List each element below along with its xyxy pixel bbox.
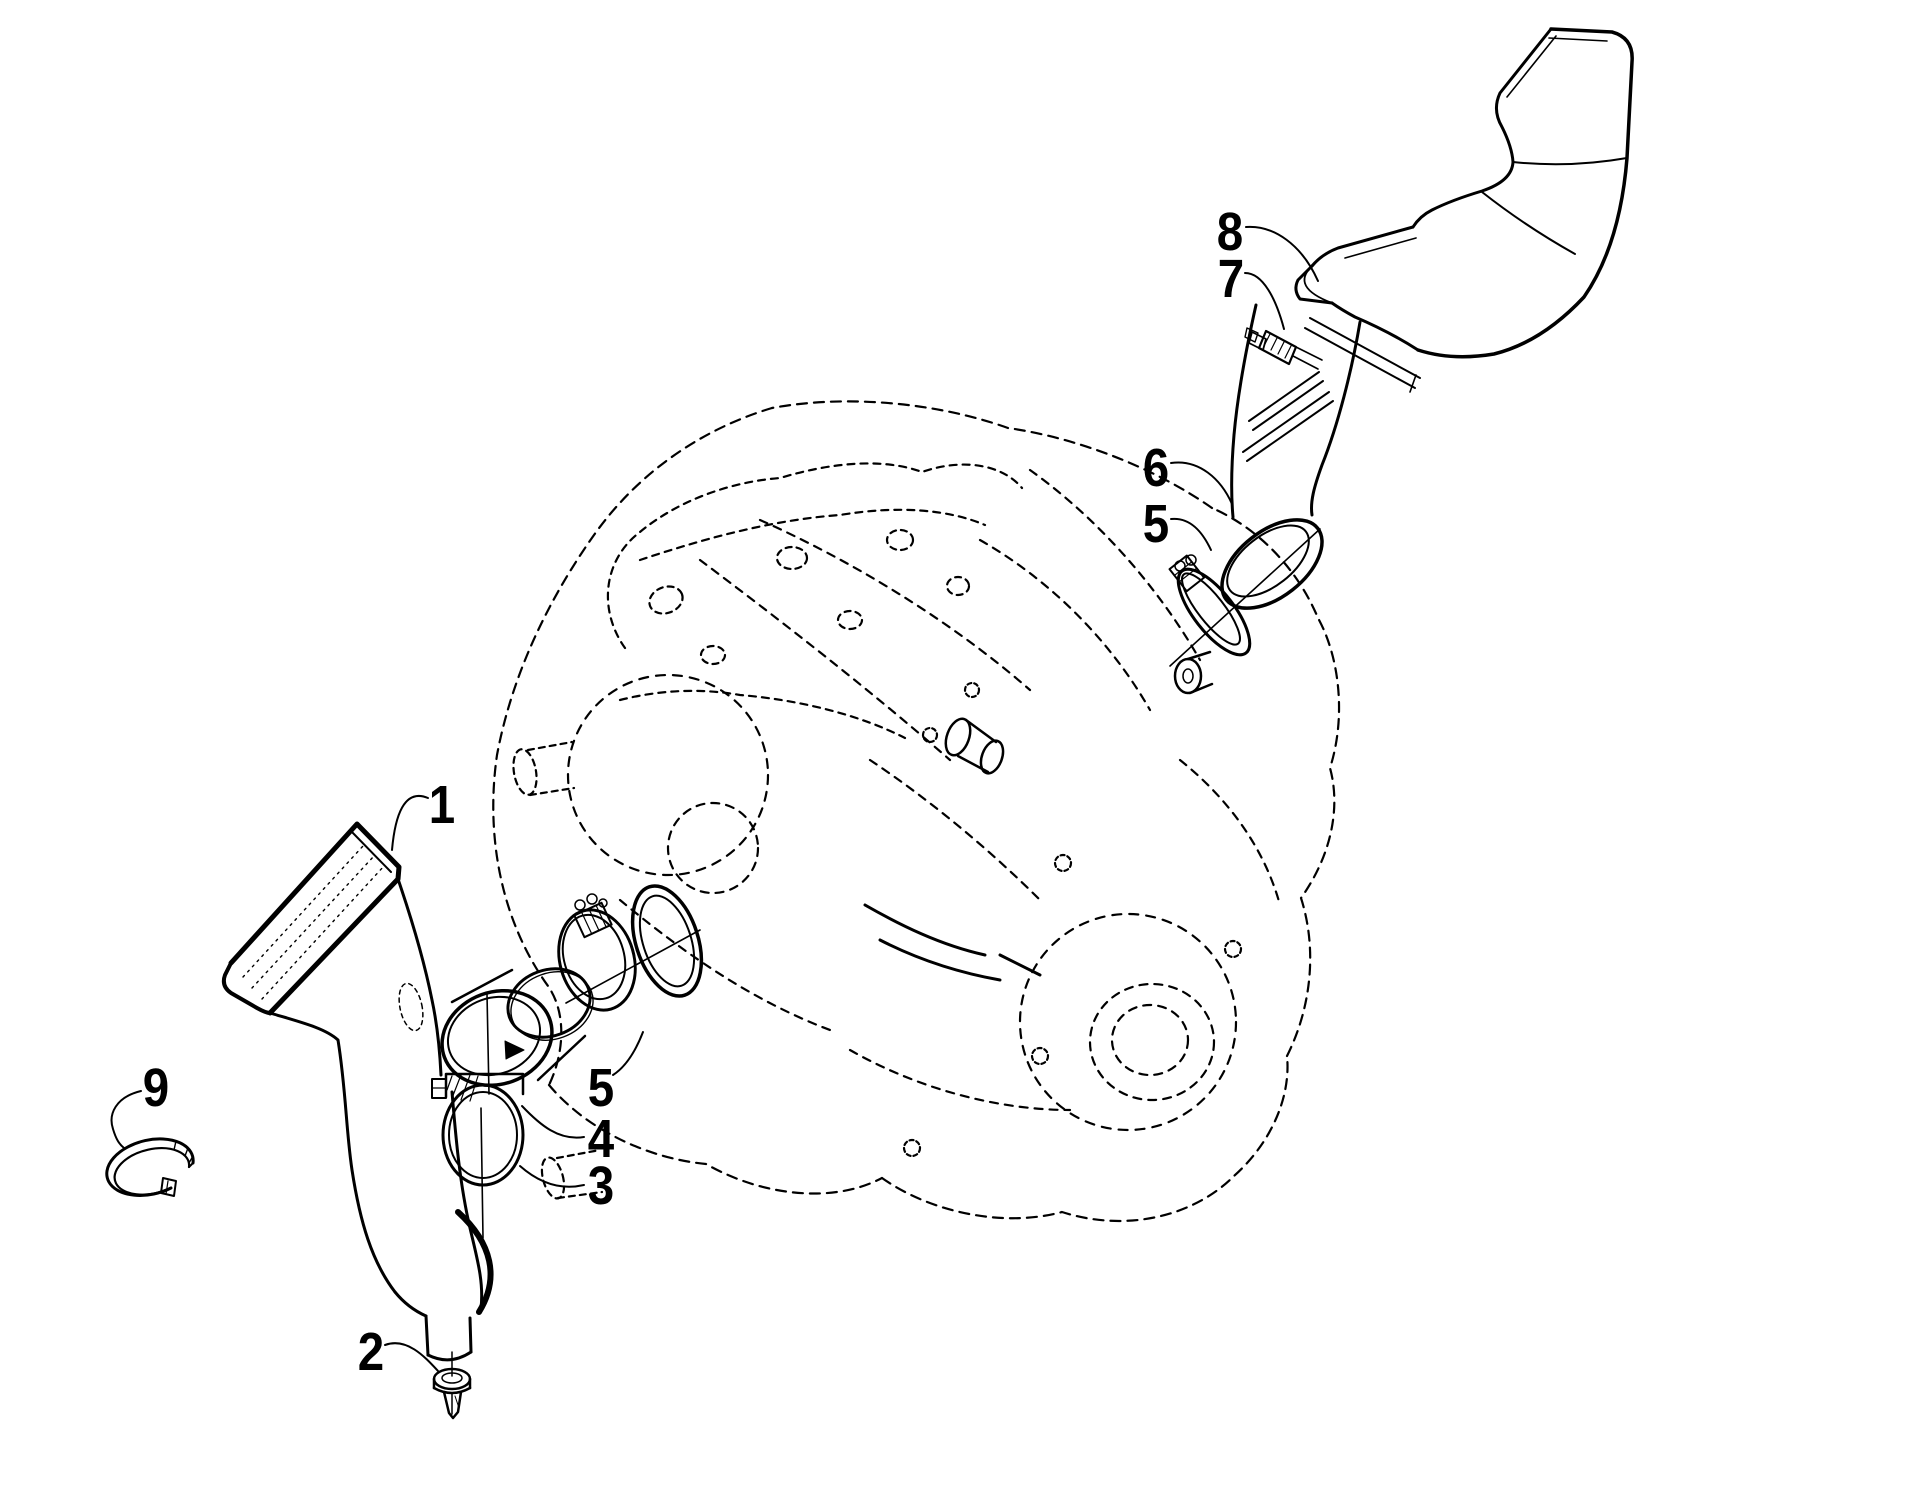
drain-valve-part bbox=[434, 1352, 470, 1418]
clamp-7-part bbox=[1245, 328, 1322, 369]
callout-5-left: 5 bbox=[587, 1058, 615, 1118]
callout-3: 3 bbox=[587, 1156, 615, 1216]
callout-8: 8 bbox=[1216, 202, 1244, 262]
callout-9: 9 bbox=[142, 1058, 170, 1118]
intake-duct-part bbox=[224, 824, 491, 1360]
callout-2: 2 bbox=[357, 1322, 385, 1382]
callout-7: 7 bbox=[1217, 249, 1245, 309]
engine-solid-details bbox=[620, 652, 1212, 1005]
callout-1: 1 bbox=[428, 775, 456, 835]
clamp-ring-5-right-part bbox=[1166, 555, 1262, 665]
retaining-ring-part bbox=[107, 1139, 193, 1196]
air-duct-snorkel-part bbox=[1296, 29, 1632, 392]
engine-assembly-drawing bbox=[493, 401, 1339, 1221]
callout-6: 6 bbox=[1142, 438, 1170, 498]
intake-boot-part bbox=[429, 958, 603, 1101]
callout-5-right: 5 bbox=[1142, 494, 1170, 554]
intake-tube-part bbox=[1170, 305, 1360, 666]
callout-leader-lines bbox=[112, 227, 1318, 1371]
clamp-ring-5-left-part bbox=[547, 894, 700, 1019]
hose-clamp-3-part bbox=[432, 1074, 523, 1238]
callout-4: 4 bbox=[587, 1109, 615, 1169]
